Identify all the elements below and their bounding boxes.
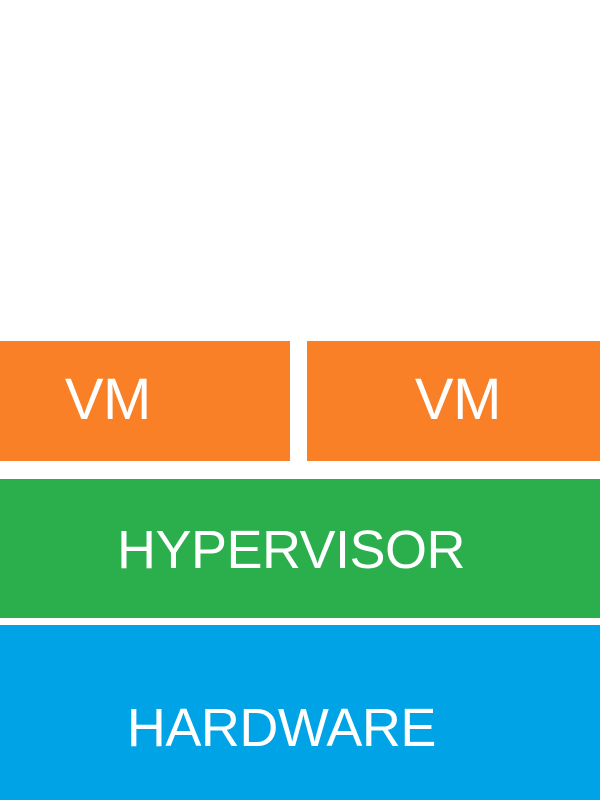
hypervisor-box: HYPERVISOR: [0, 479, 600, 618]
vm-box-1: VM: [0, 341, 290, 461]
hypervisor-box-label: HYPERVISOR: [116, 519, 466, 580]
vm-box-2: VM: [307, 341, 600, 461]
hardware-box-label: HARDWARE: [126, 698, 437, 759]
vm-box-1-label: VM: [64, 367, 152, 433]
hardware-box: HARDWARE: [0, 625, 600, 800]
vm-box-2-label: VM: [414, 367, 502, 433]
